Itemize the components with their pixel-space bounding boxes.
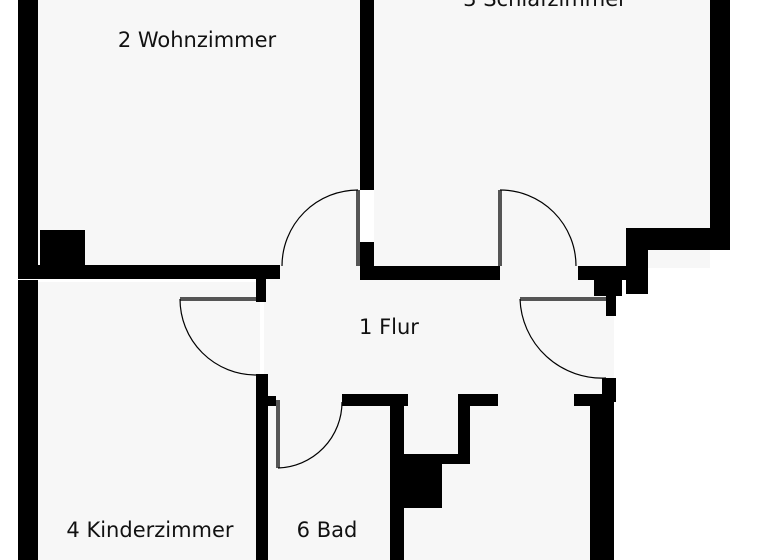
door-bad bbox=[276, 400, 343, 469]
wall-storage-right bbox=[590, 404, 614, 560]
label-flur: 1 Flur bbox=[359, 315, 419, 339]
floor-schlafzimmer bbox=[374, 0, 710, 268]
wall-bedroom-corner-b bbox=[626, 228, 648, 294]
wall-flur-bottom-a bbox=[264, 396, 276, 406]
door-schlafzimmer bbox=[498, 189, 577, 267]
wall-bedroom-flur bbox=[360, 266, 500, 280]
wall-bedroom-bottom-right bbox=[578, 266, 638, 280]
label-wohnzimmer: 2 Wohnzimmer bbox=[118, 28, 277, 52]
wall-storage-step-a bbox=[458, 394, 470, 462]
door-right bbox=[519, 297, 607, 379]
wall-flur-right-top bbox=[594, 278, 622, 296]
wall-storage-step-b bbox=[404, 454, 470, 464]
label-bad: 6 Bad bbox=[297, 518, 358, 542]
floor-flur bbox=[264, 268, 614, 396]
wall-flur-left-bottom bbox=[256, 374, 268, 400]
chimney-block bbox=[40, 230, 85, 268]
door-kinderzimmer bbox=[179, 297, 257, 376]
floor-kinderzimmer bbox=[38, 282, 260, 560]
label-kinderzimmer: 4 Kinderzimmer bbox=[66, 518, 234, 542]
floor-areas bbox=[38, 0, 710, 560]
floor-bad bbox=[266, 396, 390, 560]
wall-kids-bad bbox=[256, 396, 268, 560]
wall-left-lower bbox=[18, 280, 38, 560]
walls bbox=[18, 0, 730, 560]
door-wohnzimmer bbox=[281, 189, 360, 267]
floor-wohnzimmer bbox=[38, 0, 360, 268]
wall-bedroom-corner-a bbox=[626, 228, 730, 250]
wall-left-upper bbox=[18, 0, 38, 268]
room-labels: 2 Wohnzimmer 3 Schlafzimmer 1 Flur 4 Kin… bbox=[66, 0, 627, 542]
wall-flur-bottom-d bbox=[574, 394, 614, 406]
label-schlafzimmer: 3 Schlafzimmer bbox=[463, 0, 627, 11]
wall-flur-left-top bbox=[256, 278, 266, 302]
wall-living-kids bbox=[18, 265, 280, 279]
doors bbox=[179, 189, 607, 469]
wall-flur-right-upper bbox=[606, 292, 616, 316]
wall-living-bedroom bbox=[360, 0, 374, 190]
wall-bad-storage bbox=[390, 396, 404, 560]
wall-bedroom-right bbox=[710, 0, 730, 230]
wall-storage-block bbox=[404, 462, 442, 508]
